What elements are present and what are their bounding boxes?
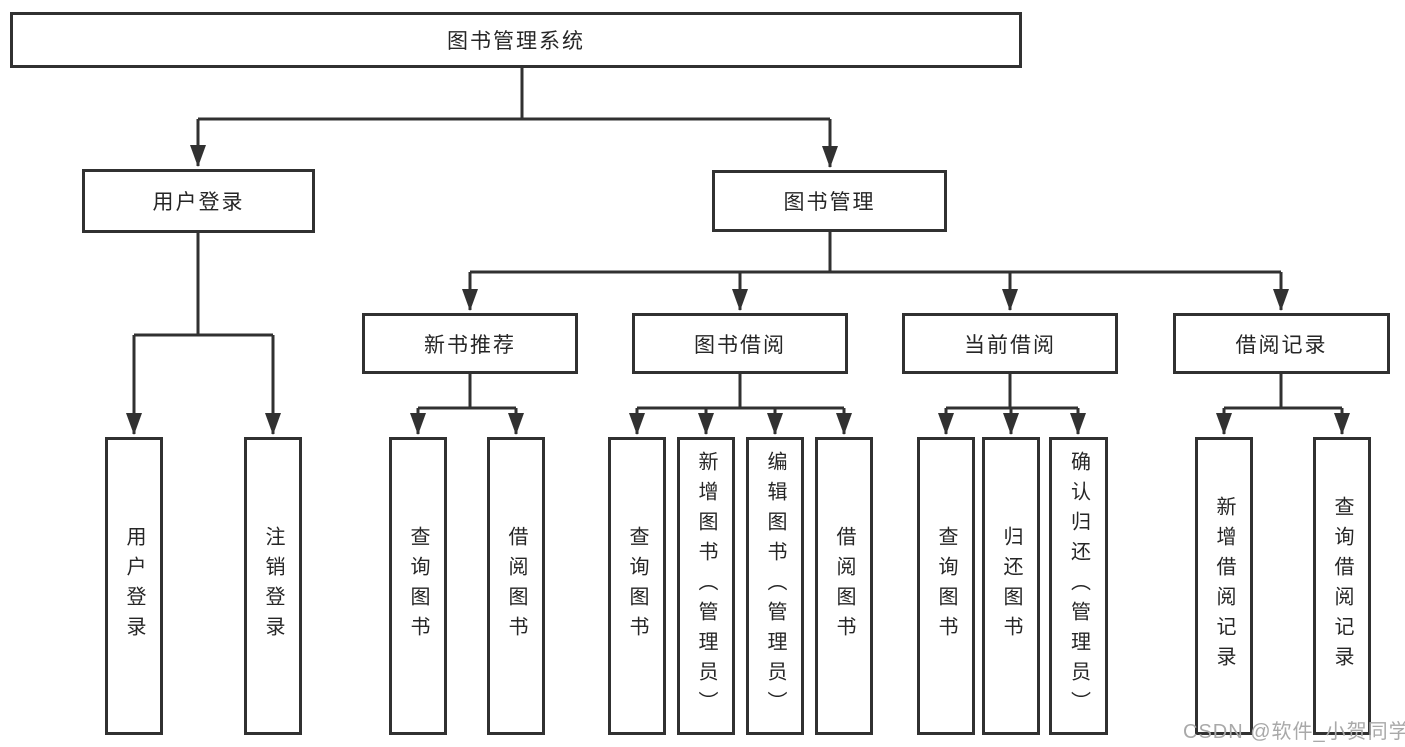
leaf-borrow-add-books-admin: 新增图书（管理员） [677,437,735,735]
leaf-borrow-borrow-books: 借阅图书 [815,437,873,735]
node-borrow-records: 借阅记录 [1173,313,1390,374]
node-library-management-system: 图书管理系统 [10,12,1022,68]
connectors [126,68,1350,435]
leaf-records-add-record: 新增借阅记录 [1195,437,1253,735]
leaf-newbook-query-books: 查询图书 [389,437,447,735]
node-label: 图书借阅 [694,333,786,357]
node-label: 用户登录 [152,191,245,214]
node-label: 新书推荐 [424,333,516,357]
node-book-management: 图书管理 [712,170,947,232]
node-label: 查询借阅记录 [1331,496,1353,676]
leaf-records-query-record: 查询借阅记录 [1313,437,1371,735]
node-label: 借阅图书 [833,526,855,646]
node-label: 归还图书 [1000,526,1022,646]
node-book-borrow: 图书借阅 [632,313,848,374]
leaf-borrow-query-books: 查询图书 [608,437,666,735]
node-label: 确认归还（管理员） [1067,451,1090,721]
node-label: 查询图书 [407,526,429,646]
node-label: 图书管理 [783,191,876,214]
leaf-borrow-edit-books-admin: 编辑图书（管理员） [746,437,804,735]
node-label: 借阅记录 [1235,333,1328,357]
node-label: 用户登录 [123,526,145,646]
node-label: 查询图书 [626,526,648,646]
leaf-newbook-borrow-books: 借阅图书 [487,437,545,735]
node-label: 借阅图书 [505,526,527,646]
node-user-login: 用户登录 [82,169,315,233]
node-label: 编辑图书（管理员） [764,451,786,721]
csdn-watermark: CSDN @软件_小贺同学 [1183,721,1405,743]
node-label: 新增借阅记录 [1213,496,1235,676]
node-label: 查询图书 [935,526,957,646]
node-label: 当前借阅 [964,333,1056,357]
node-label: 图书管理系统 [447,30,585,53]
node-current-borrow: 当前借阅 [902,313,1118,374]
node-label: 新增图书（管理员） [695,451,717,721]
leaf-current-return-books: 归还图书 [982,437,1040,735]
node-new-book-recommend: 新书推荐 [362,313,578,374]
leaf-current-query-books: 查询图书 [917,437,975,735]
leaf-logout-login: 注销登录 [244,437,302,735]
node-label: 注销登录 [262,526,284,646]
leaf-user-login: 用户登录 [105,437,163,735]
leaf-current-confirm-return-admin: 确认归还（管理员） [1049,437,1108,735]
